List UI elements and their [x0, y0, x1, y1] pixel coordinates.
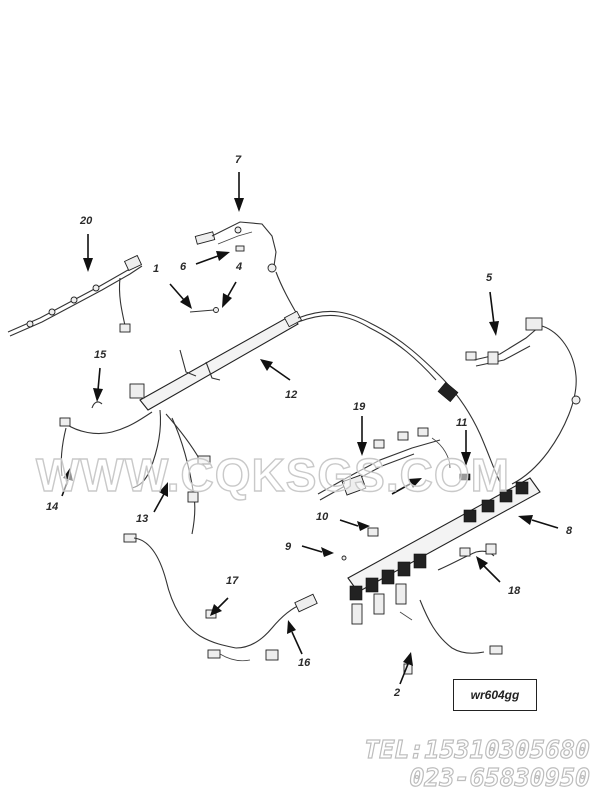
- harness-part-7: [194, 221, 299, 317]
- callout-19: 19: [353, 401, 366, 413]
- harness-part-18-2: [399, 543, 503, 675]
- telephone-watermark: TEL:15310305680: [364, 734, 591, 764]
- website-watermark: WWW.CQKSGS.COM: [35, 448, 510, 501]
- callout-11: 11: [456, 417, 467, 429]
- harness-part-16-17: [123, 533, 318, 662]
- callout-17: 17: [226, 575, 239, 587]
- callout-12: 12: [285, 389, 297, 401]
- callout-14: 14: [46, 501, 58, 513]
- callout-labels: 20 7 1 6 4 5 15 12 19 11 14 13 10 8 9 18…: [46, 154, 573, 699]
- leader-arrows: [61, 172, 559, 685]
- harness-part-19: [317, 427, 451, 501]
- callout-16: 16: [298, 657, 311, 669]
- callout-4: 4: [235, 261, 242, 273]
- callout-7: 7: [235, 154, 242, 166]
- callout-2: 2: [393, 687, 400, 699]
- callout-20: 20: [79, 215, 93, 227]
- harness-part-20: [7, 254, 143, 337]
- harness-rail-part-8: [347, 477, 541, 625]
- callout-1: 1: [153, 263, 159, 275]
- callout-9: 9: [285, 541, 292, 553]
- harness-rail-part-12: [139, 310, 501, 483]
- small-parts-9-10-11: [341, 473, 471, 561]
- callout-10: 10: [316, 511, 329, 523]
- callout-18: 18: [508, 585, 521, 597]
- callout-5: 5: [486, 272, 493, 284]
- reference-code-box: wr604gg: [453, 679, 537, 711]
- callout-15: 15: [94, 349, 107, 361]
- small-parts-1-4-6: [189, 245, 245, 313]
- callout-8: 8: [566, 525, 573, 537]
- harness-part-5: [465, 317, 581, 485]
- fax-watermark: 023-65830950: [409, 762, 591, 792]
- harness-part-13-14-15: [59, 383, 211, 535]
- callout-13: 13: [136, 513, 148, 525]
- callout-6: 6: [180, 261, 187, 273]
